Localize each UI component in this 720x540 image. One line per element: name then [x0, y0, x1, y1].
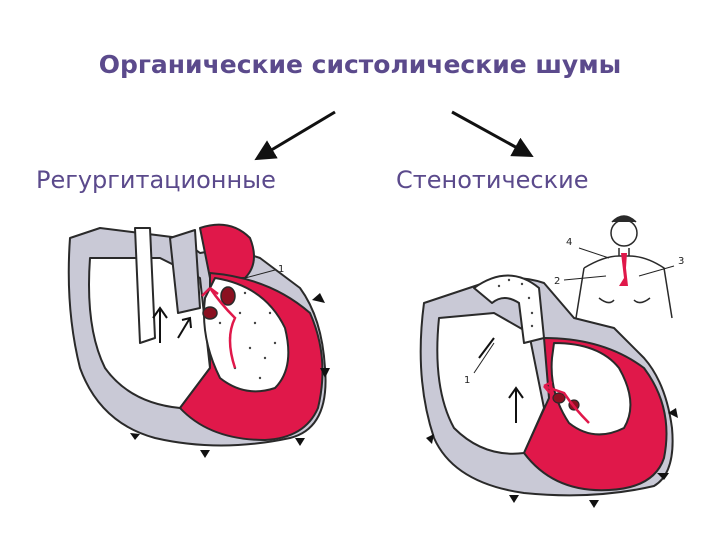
page-title: Органические систолические шумы [98, 50, 622, 79]
stenotic-heart-diagram: 4 2 3 1 [419, 215, 684, 508]
patient-figure [575, 215, 673, 319]
callout-2: 2 [554, 276, 560, 287]
stenotic-jet [543, 384, 590, 424]
callout-1: 1 [278, 264, 284, 275]
contraction-arrow [312, 293, 325, 303]
aorta-vessel [134, 227, 156, 344]
contraction-arrow [200, 450, 210, 458]
arrow-to-stenotic [451, 110, 534, 158]
callout-4: 4 [566, 237, 572, 248]
label-regurgitant: Регургитационные [36, 166, 276, 194]
contraction-arrow [589, 500, 599, 508]
contraction-arrow [657, 473, 669, 480]
callout-1: 1 [464, 375, 470, 386]
carotid-red [619, 253, 628, 286]
aortic-arch [473, 274, 545, 344]
callout-3: 3 [678, 256, 684, 267]
contraction-arrow [130, 433, 140, 440]
contraction-arrow [295, 438, 305, 446]
regurgitant-jet [208, 287, 237, 369]
contraction-arrow [668, 408, 678, 418]
contraction-arrow [426, 434, 434, 444]
left-atrium-red [199, 223, 255, 279]
contraction-arrow [320, 368, 330, 378]
arrow-to-regurgitant [254, 110, 336, 161]
pulmonary-vessel [169, 229, 201, 314]
regurgitant-heart-diagram: 1 [67, 223, 330, 458]
label-stenotic: Стенотические [396, 166, 589, 194]
contraction-arrow [509, 495, 519, 503]
